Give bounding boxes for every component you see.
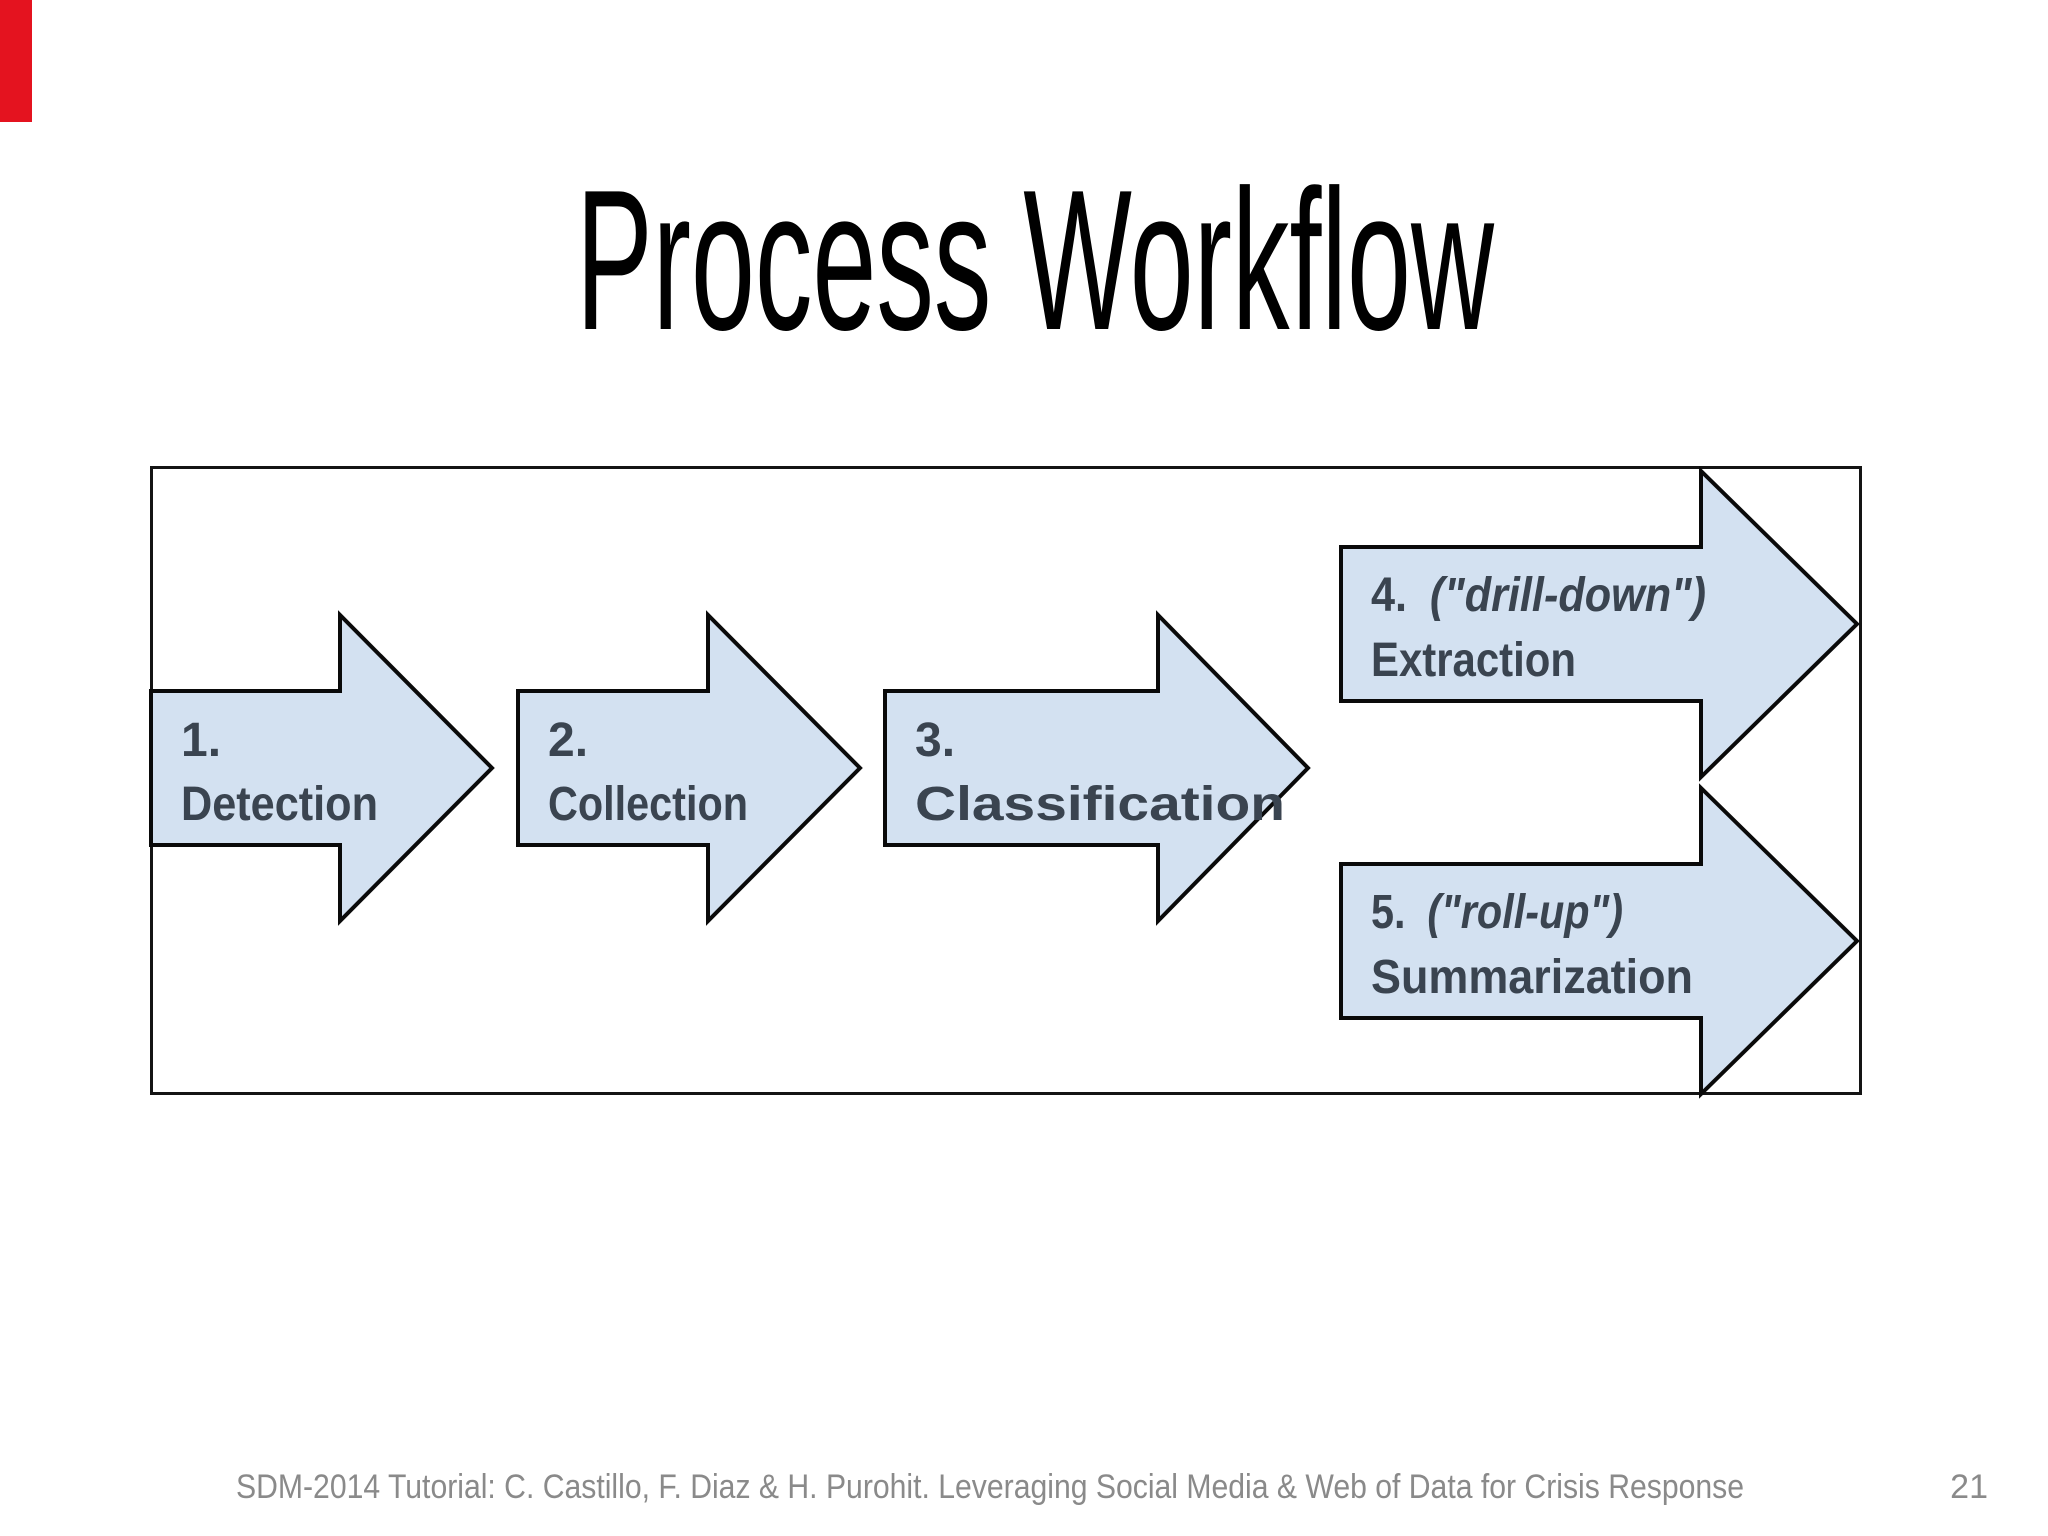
page-number: 21: [1950, 1468, 1988, 1506]
workflow-step-summarization: 5. ("roll-up") Summarization: [1339, 783, 1860, 1099]
arrow-shape-classification: [883, 610, 1311, 926]
step-number: 3.: [915, 714, 955, 767]
workflow-step-detection: 1. Detection: [149, 610, 495, 926]
step-number-qualifier: 4. ("drill-down"): [1371, 569, 1706, 622]
workflow-step-classification: 3. Classification: [883, 610, 1311, 926]
step-qualifier: ("roll-up"): [1427, 886, 1623, 939]
step-qualifier: ("drill-down"): [1430, 569, 1706, 622]
step-label: Detection: [181, 778, 378, 831]
workflow-step-collection: 2. Collection: [516, 610, 863, 926]
step-number: 5.: [1371, 886, 1406, 939]
step-number: 1.: [181, 714, 221, 767]
arrow-shape-summarization: [1339, 783, 1860, 1099]
step-label: Summarization: [1371, 951, 1693, 1004]
arrow-shape-detection: [149, 610, 495, 926]
step-number-qualifier: 5. ("roll-up"): [1371, 886, 1623, 939]
step-label: Collection: [548, 778, 748, 831]
arrow-shape-extraction: [1339, 466, 1860, 782]
page-title: Process Workflow: [576, 149, 1494, 372]
red-accent-bar: [0, 0, 32, 122]
arrow-shape-collection: [516, 610, 863, 926]
step-number: 2.: [548, 714, 588, 767]
step-number: 4.: [1371, 569, 1407, 622]
workflow-step-extraction: 4. ("drill-down") Extraction: [1339, 466, 1860, 782]
step-label: Classification: [915, 778, 1285, 831]
footer-credit: SDM-2014 Tutorial: C. Castillo, F. Diaz …: [236, 1468, 1744, 1506]
step-label: Extraction: [1371, 634, 1576, 687]
